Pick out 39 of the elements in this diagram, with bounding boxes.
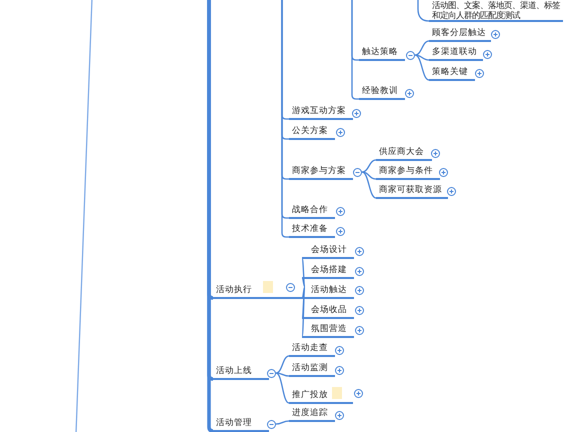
topic-label: 活动触达 bbox=[302, 285, 354, 299]
topic-label: 活动监测 bbox=[289, 363, 335, 377]
topic-label: 活动走查 bbox=[289, 343, 335, 357]
topic-label: 会场搭建 bbox=[302, 265, 354, 279]
topic-label: 氛围营造 bbox=[302, 324, 354, 338]
topic-label: 触达策略 bbox=[359, 47, 405, 61]
topic-label: 供应商大会 bbox=[376, 147, 432, 161]
topic-label: 进度追踪 bbox=[289, 408, 335, 422]
topic-label: 商家参与条件 bbox=[376, 166, 440, 180]
branch-line bbox=[276, 372, 290, 404]
topic-label: 公关方案 bbox=[289, 126, 335, 140]
branch-line bbox=[301, 286, 306, 338]
topic-label: 活动图、文案、落地页、渠道、标签和定向人群的匹配度测试 bbox=[429, 0, 563, 22]
branch-line bbox=[362, 171, 376, 199]
branch-line bbox=[301, 286, 306, 298]
branch-line bbox=[417, 0, 430, 22]
topic-label: 策略关键 bbox=[429, 67, 475, 81]
topic-label: 战略合作 bbox=[289, 205, 335, 219]
topic-label: 会场设计 bbox=[302, 245, 354, 259]
branch-line bbox=[301, 278, 306, 288]
topic-label: 会场收品 bbox=[302, 305, 354, 319]
branch-line bbox=[276, 355, 290, 374]
branch-line bbox=[414, 40, 430, 56]
topic-label: 经验教训 bbox=[359, 86, 405, 100]
branch-line bbox=[276, 372, 290, 377]
topic-label: 游戏互动方案 bbox=[289, 106, 353, 120]
topic-label: 顾客分层触达 bbox=[429, 28, 491, 42]
topic-label: 商家可获取资源 bbox=[376, 185, 448, 199]
branch-line bbox=[362, 171, 376, 180]
topic-label: 多渠道联动 bbox=[429, 47, 483, 61]
branch-line bbox=[301, 286, 306, 318]
branch-line bbox=[414, 54, 430, 81]
branch-line bbox=[276, 420, 290, 425]
branch-line bbox=[414, 54, 430, 61]
topic-label: 技术准备 bbox=[289, 224, 335, 238]
branch-line bbox=[351, 0, 359, 100]
topic-label: 商家参与方案 bbox=[289, 166, 353, 180]
branch-line bbox=[301, 258, 306, 288]
branch-line bbox=[362, 159, 376, 173]
